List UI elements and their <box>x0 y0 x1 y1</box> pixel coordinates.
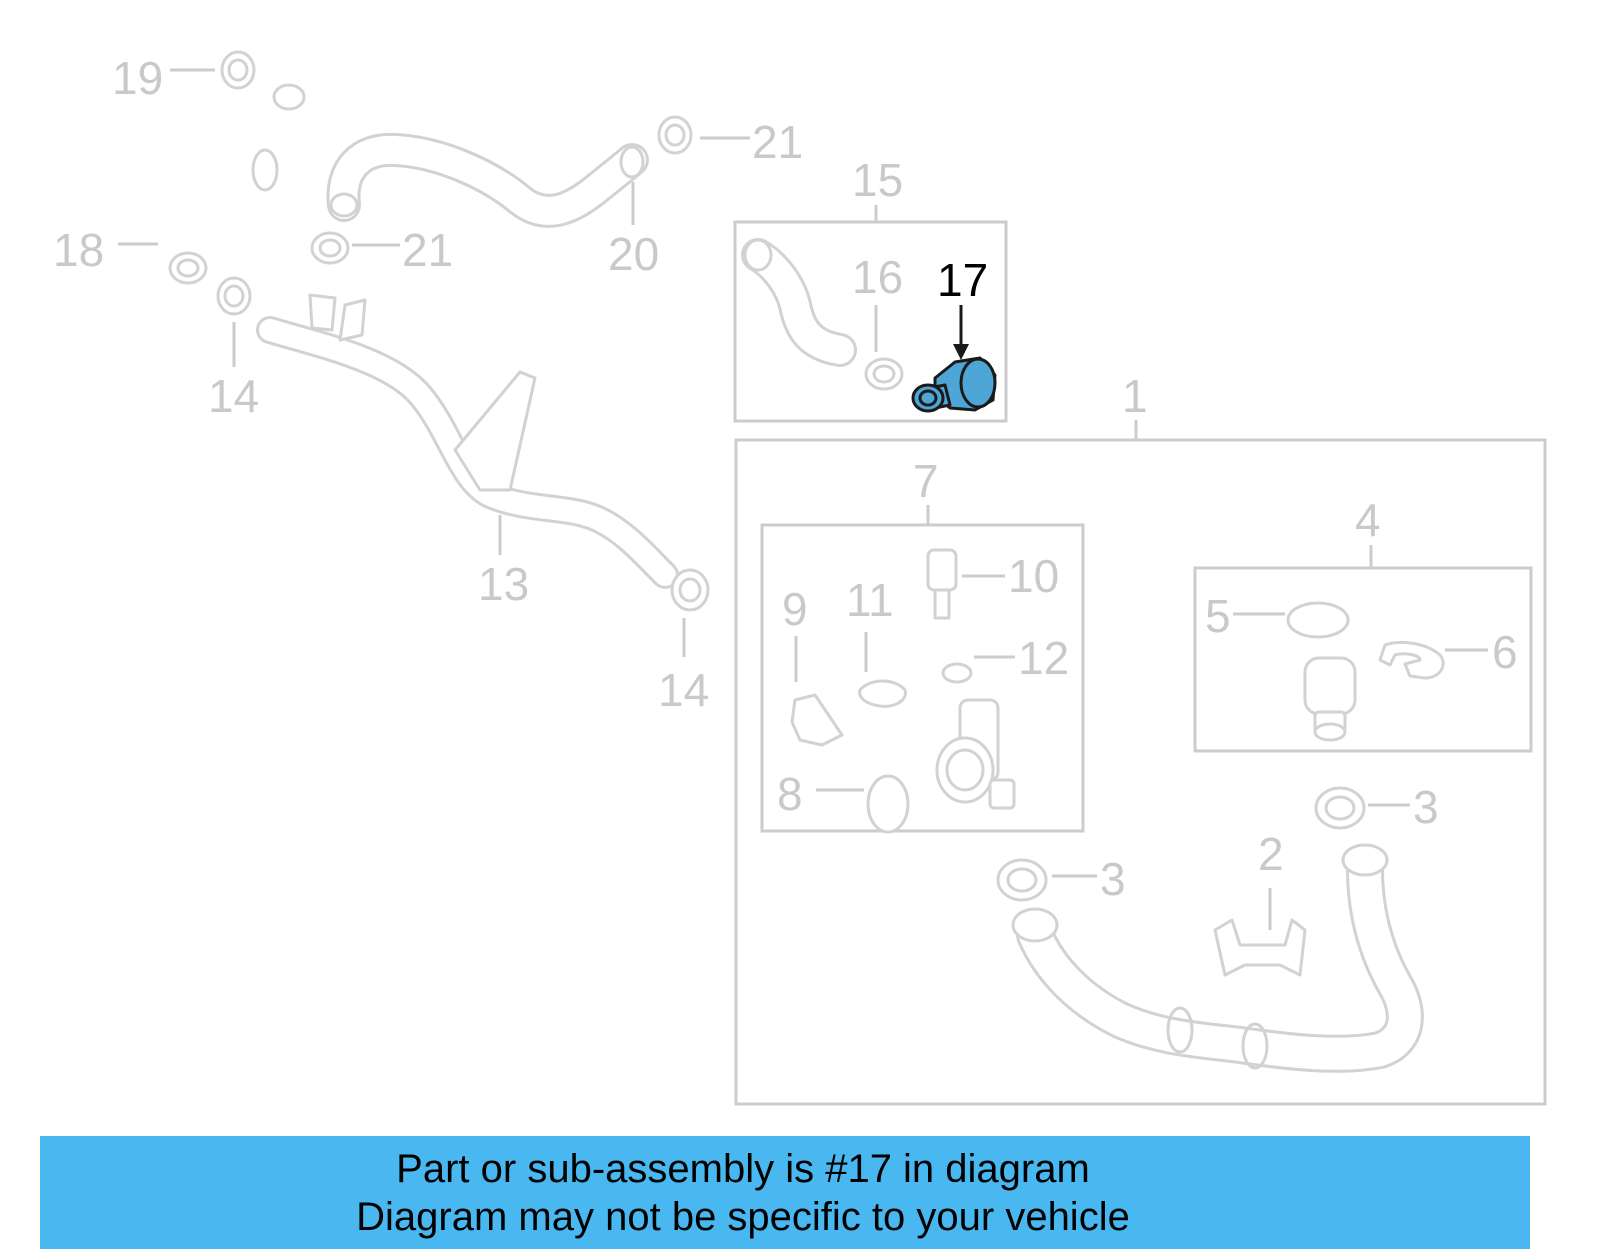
callout-5: 5 <box>1205 590 1231 642</box>
banner-line-1: Part or sub-assembly is #17 in diagram <box>396 1146 1090 1191</box>
hose-18 <box>161 80 337 285</box>
clamp-3-lower <box>996 858 1048 902</box>
assembly-7-frame <box>760 523 1085 833</box>
clamp-14-lower <box>670 568 710 612</box>
assembly-4-frame <box>1193 566 1533 753</box>
part-17-highlighted <box>911 356 997 413</box>
callout-3-upper: 3 <box>1413 781 1439 833</box>
callout-2: 2 <box>1258 828 1284 880</box>
clip-11 <box>858 679 907 708</box>
clip-9 <box>790 693 844 747</box>
callout-19: 19 <box>112 52 163 104</box>
thermostat-housing <box>935 698 1016 810</box>
callout-21-lower: 21 <box>402 224 453 276</box>
leader-lines <box>118 68 1488 930</box>
callout-4: 4 <box>1355 494 1381 546</box>
hose-1 <box>1011 843 1424 1073</box>
callout-14-upper: 14 <box>208 370 259 422</box>
clamp-3-upper <box>1314 786 1366 830</box>
callout-13: 13 <box>478 558 529 610</box>
hose-20 <box>326 132 649 228</box>
bracket-2 <box>1213 918 1307 977</box>
o-ring-12 <box>941 662 973 684</box>
clamp-19 <box>220 50 256 90</box>
clamp-21-upper <box>657 115 693 155</box>
callout-11: 11 <box>846 574 894 626</box>
callout-7: 7 <box>913 455 939 507</box>
assembly-1-frame <box>734 438 1547 1106</box>
callout-14-lower: 14 <box>658 664 709 716</box>
callouts: 19 18 14 21 21 20 15 16 17 13 14 1 7 10 … <box>53 52 1518 905</box>
o-ring-8 <box>866 774 910 834</box>
clip-6 <box>1378 641 1445 680</box>
clamp-14-upper <box>216 276 252 316</box>
clamp-21-lower <box>310 231 350 265</box>
o-ring-5 <box>1286 601 1350 639</box>
fitting-4 <box>1303 656 1357 742</box>
callout-3-lower: 3 <box>1100 853 1126 905</box>
info-banner: Part or sub-assembly is #17 in diagram D… <box>40 1136 1530 1249</box>
callout-20: 20 <box>608 228 659 280</box>
sensor-10 <box>926 548 958 620</box>
assembly-15-frame <box>733 220 1008 423</box>
hose-13 <box>256 293 679 589</box>
callout-16: 16 <box>852 251 903 303</box>
callout-8: 8 <box>777 768 803 820</box>
hose-15 <box>741 238 857 367</box>
banner-line-2: Diagram may not be specific to your vehi… <box>356 1194 1130 1239</box>
callout-18: 18 <box>53 224 104 276</box>
callout-9: 9 <box>782 583 808 635</box>
callout-1: 1 <box>1122 370 1148 422</box>
callout-21-upper: 21 <box>752 116 803 168</box>
arrowhead-17 <box>953 344 969 360</box>
clamp-16 <box>864 357 904 391</box>
callout-10: 10 <box>1008 550 1059 602</box>
callout-17: 17 <box>937 254 988 306</box>
callout-12: 12 <box>1018 632 1069 684</box>
callout-6: 6 <box>1492 626 1518 678</box>
callout-15: 15 <box>852 154 903 206</box>
